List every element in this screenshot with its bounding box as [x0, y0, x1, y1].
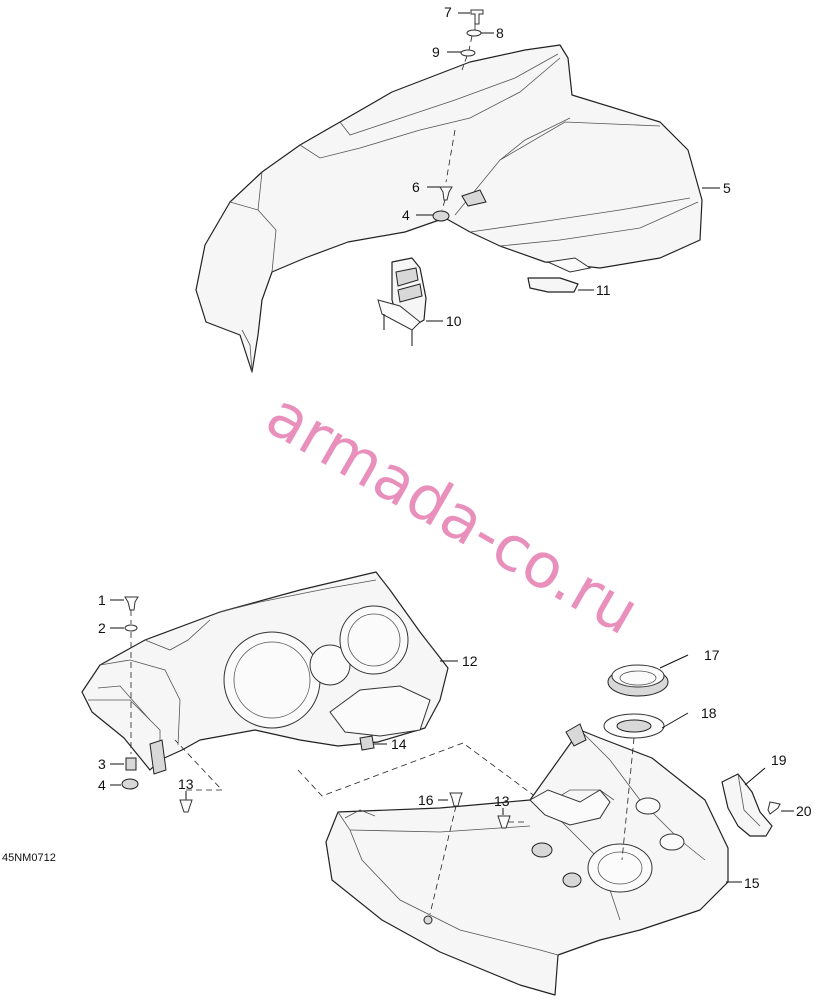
- callout-4-top: 4: [402, 207, 410, 223]
- part-4-grommet-bottom: [121, 778, 139, 790]
- callout-3: 3: [98, 756, 106, 772]
- part-19-handle: [721, 773, 773, 837]
- part-1-screw: [124, 596, 139, 611]
- part-12-instrument-panel: [81, 571, 449, 775]
- callout-16: 16: [418, 792, 434, 808]
- part-7-screw: [470, 9, 484, 25]
- callout-2: 2: [98, 620, 106, 636]
- part-10-mount-bracket: [377, 257, 427, 346]
- part-13-screw-left: [179, 799, 193, 813]
- callout-8: 8: [496, 25, 504, 41]
- callout-11: 11: [596, 282, 611, 298]
- callout-15: 15: [744, 875, 760, 891]
- callout-6: 6: [412, 179, 420, 195]
- alignment-link: [297, 742, 541, 801]
- part-2-washer: [124, 624, 138, 632]
- part-3-nut: [125, 757, 137, 771]
- part-18-gasket: [603, 713, 665, 739]
- callout-5: 5: [723, 180, 731, 196]
- drawing-code: 45NM0712: [2, 852, 56, 864]
- callout-14: 14: [391, 736, 407, 752]
- callout-19: 19: [771, 752, 787, 768]
- lower-left-leader-lines: [110, 599, 458, 799]
- callout-18: 18: [701, 705, 717, 721]
- part-4-grommet-top: [432, 210, 450, 222]
- part-5-fairing: [195, 44, 703, 373]
- part-17-ring-nut: [607, 664, 669, 697]
- part-15-lower-cover: [325, 723, 729, 996]
- upper-fairing-assembly: [195, 44, 703, 373]
- callout-13-right: 13: [494, 793, 510, 809]
- part-8-washer: [466, 29, 482, 37]
- upper-fastener-stack: [445, 9, 484, 183]
- callout-labels: 7 8 9 6 5 4 11 10 1 2 12 17 18 14 3 19 1…: [2, 4, 812, 891]
- callout-1: 1: [98, 592, 106, 608]
- callout-10: 10: [446, 313, 462, 329]
- callout-9: 9: [432, 44, 440, 60]
- callout-17: 17: [704, 647, 720, 663]
- callout-12: 12: [462, 653, 478, 669]
- part-13-screw-right: [497, 815, 511, 829]
- lower-right-leader-lines: [438, 654, 794, 883]
- upper-leader-lines: [416, 12, 720, 322]
- part-20-screw: [767, 801, 781, 815]
- part-9-washer: [460, 49, 476, 57]
- part-16-screw: [449, 792, 463, 807]
- part-6-rivet: [439, 186, 453, 201]
- part-11-clip: [527, 277, 579, 293]
- callout-7: 7: [444, 4, 452, 20]
- callout-20: 20: [796, 803, 812, 819]
- part-14-clip-nut: [359, 735, 375, 751]
- callout-13-left: 13: [178, 776, 194, 792]
- callout-4-bottom: 4: [98, 777, 106, 793]
